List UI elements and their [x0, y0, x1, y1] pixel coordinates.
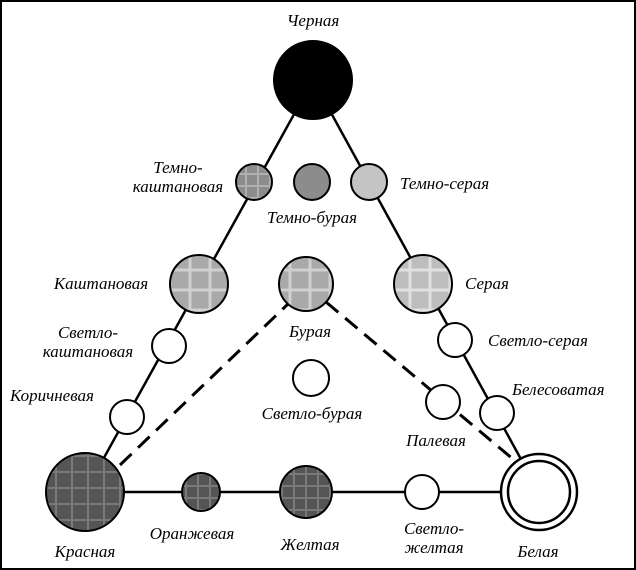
node-belesovataya: [479, 395, 515, 431]
label-svetlo-kashtanovaya-1: Светло-: [58, 323, 118, 342]
label-krasnaya: Красная: [54, 542, 116, 561]
label-kashtanovaya: Каштановая: [53, 274, 148, 293]
node-zheltaya: [279, 465, 333, 519]
label-palevaya: Палевая: [405, 431, 466, 450]
label-temno-kashtanovaya-2: каштановая: [133, 177, 224, 196]
node-chernaya: [273, 40, 353, 120]
label-zheltaya: Желтая: [280, 535, 340, 554]
label-svetlo-kashtanovaya-2: каштановая: [43, 342, 134, 361]
node-palevaya: [425, 384, 461, 420]
node-svetlo-buraya: [292, 359, 330, 397]
node-svetlo-kashtanovaya: [151, 328, 187, 364]
dashed-edge-left: [118, 302, 290, 467]
label-buraya: Бурая: [288, 322, 331, 341]
label-belesovataya: Белесоватая: [511, 380, 605, 399]
label-temno-kashtanovaya-1: Темно-: [153, 158, 203, 177]
node-korichnevaya: [109, 399, 145, 435]
node-svetlo-zheltaya: [404, 474, 440, 510]
node-kashtanovaya: [169, 254, 229, 314]
label-svetlo-seraya: Светло-серая: [488, 331, 588, 350]
node-krasnaya: [45, 452, 125, 532]
label-svetlo-zheltaya-2: желтая: [404, 538, 463, 557]
label-seraya: Серая: [465, 274, 509, 293]
label-korichnevaya: Коричневая: [9, 386, 94, 405]
label-temno-buraya: Темно-бурая: [267, 208, 357, 227]
node-temno-buraya: [293, 163, 331, 201]
node-temno-seraya: [350, 163, 388, 201]
label-svetlo-buraya: Светло-бурая: [262, 404, 363, 423]
dashed-edge-right: [325, 300, 521, 467]
node-buraya: [278, 256, 334, 312]
node-seraya: [393, 254, 453, 314]
label-oranzhevaya: Оранжевая: [150, 524, 235, 543]
label-belaya: Белая: [516, 542, 558, 561]
node-temno-kashtanovaya: [235, 163, 273, 201]
label-chernaya: Черная: [287, 11, 340, 30]
node-svetlo-seraya: [437, 322, 473, 358]
node-belaya-inner: [506, 459, 572, 525]
label-svetlo-zheltaya-1: Светло-: [404, 519, 464, 538]
label-temno-seraya: Темно-серая: [400, 174, 489, 193]
node-oranzhevaya: [181, 472, 221, 512]
